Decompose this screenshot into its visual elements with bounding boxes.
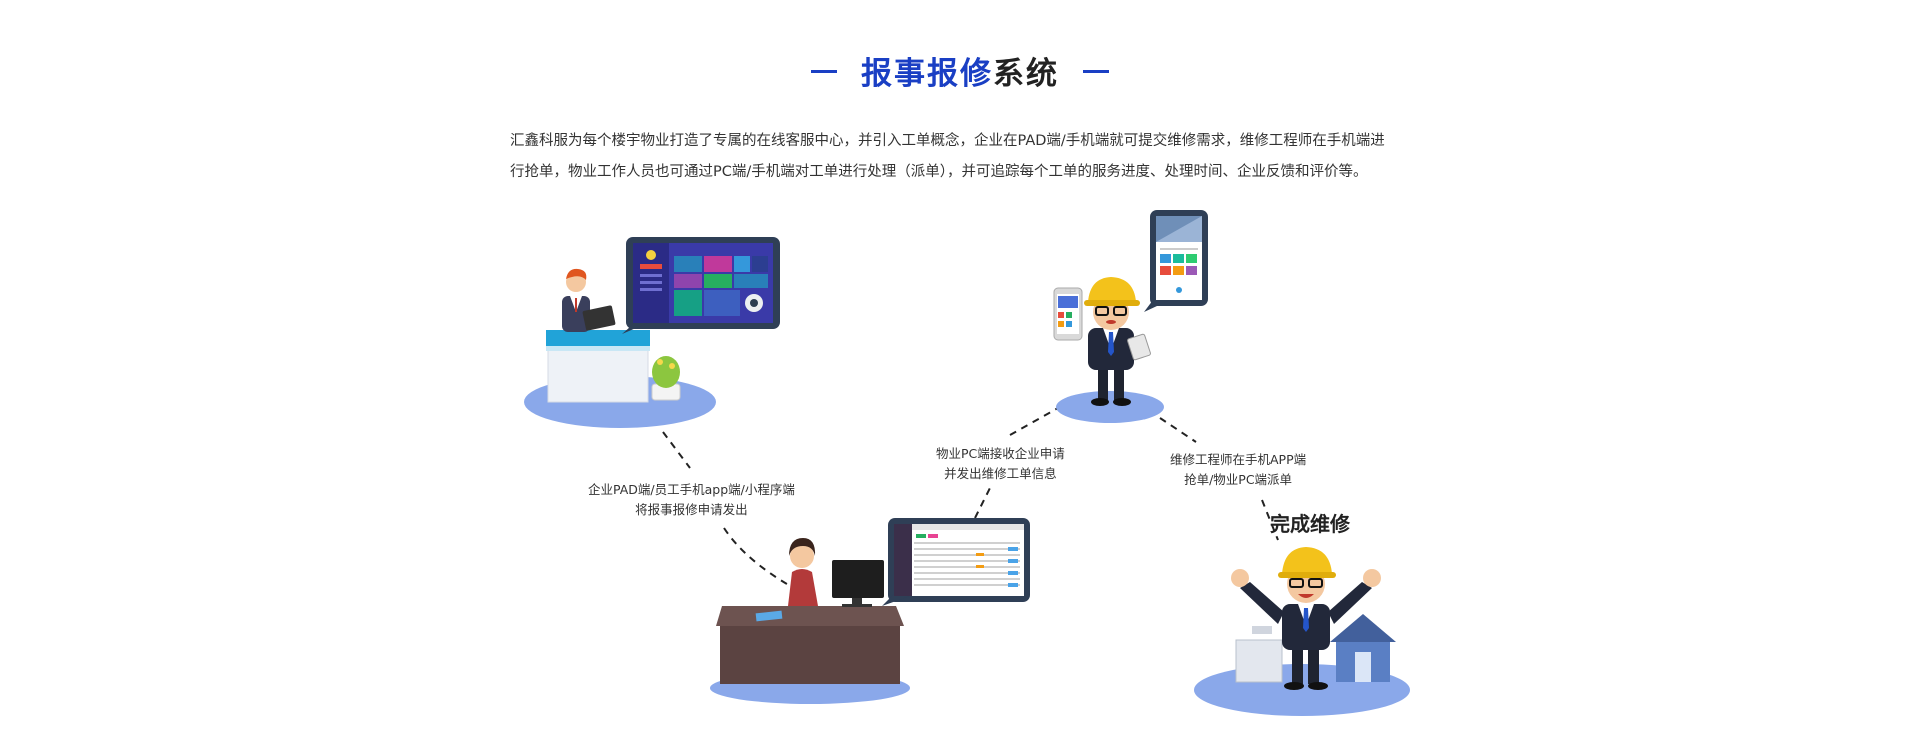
connector-pad-to-label	[662, 431, 691, 469]
woman-head	[790, 544, 814, 568]
title-left-dash	[811, 70, 837, 73]
platform-2	[1056, 391, 1164, 423]
section-description: 汇鑫科服为每个楼宇物业打造了专属的在线客服中心，并引入工单概念，企业在PAD端/…	[510, 126, 1430, 188]
kiosk-top	[546, 330, 650, 346]
plant-icon	[652, 356, 680, 388]
desk-body	[720, 626, 900, 684]
building-icon	[1235, 639, 1283, 683]
engineer-phone-scene	[1053, 210, 1208, 423]
kiosk-tablet	[582, 305, 616, 331]
connector-label-to-engineer	[1009, 407, 1059, 436]
pad-kiosk-scene	[524, 237, 780, 428]
step-grab-label: 维修工程师在手机APP端 抢单/物业PC端派单	[1170, 452, 1307, 487]
office-pc-scene	[710, 518, 1030, 704]
step-complete-label: 完成维修	[1270, 512, 1350, 536]
connector-engineer-to-label	[1159, 417, 1197, 443]
office-monitor	[832, 560, 884, 598]
description-line-1: 汇鑫科服为每个楼宇物业打造了专属的在线客服中心，并引入工单概念，企业在PAD端/…	[510, 133, 1385, 149]
connector-office-to-label	[974, 487, 991, 519]
title-highlight: 报事报修	[861, 56, 993, 92]
desk-top	[716, 606, 904, 626]
woman-body	[788, 569, 818, 606]
step-receive-label: 物业PC端接收企业申请 并发出维修工单信息	[936, 446, 1065, 481]
helmet-icon-2	[1282, 547, 1332, 574]
step-submit-label: 企业PAD端/员工手机app端/小程序端 将报事报修申请发出	[588, 482, 795, 517]
completed-repair-scene	[1194, 547, 1410, 716]
title-right-dash	[1083, 70, 1109, 73]
man-body	[562, 296, 590, 332]
description-line-2: 行抢单，物业工作人员也可通过PC端/手机端对工单进行处理（派单），并可追踪每个工…	[510, 164, 1368, 180]
kiosk-body	[547, 343, 649, 403]
flow-connectors	[662, 407, 1279, 588]
helmet-icon	[1088, 277, 1136, 302]
section-title: 报事报修系统	[0, 48, 1920, 93]
title-rest: 系统	[993, 56, 1059, 92]
connector-label-to-office	[723, 527, 793, 588]
clipboard-icon	[1127, 333, 1151, 361]
